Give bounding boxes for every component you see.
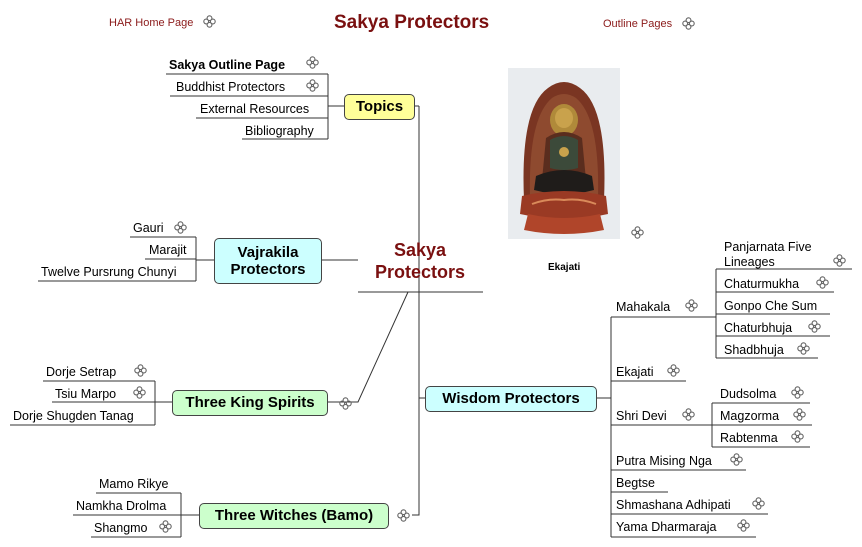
putra-mising-nga-link[interactable]: Putra Mising Nga [616, 454, 712, 468]
vajrakila-line2: Protectors [230, 261, 306, 278]
dorje-shugden-tanag-link[interactable]: Dorje Shugden Tanag [13, 409, 134, 423]
dudsolma-link[interactable]: Dudsolma [720, 387, 777, 401]
central-topic-line2: Protectors [374, 261, 466, 282]
topics-node[interactable]: Topics [344, 94, 415, 120]
page-title: Sakya Protectors [334, 12, 490, 33]
har-home-link[interactable]: HAR Home Page [109, 17, 194, 29]
gonpo-che-sum-link[interactable]: Gonpo Che Sum [724, 299, 818, 313]
three-witches-node[interactable]: Three Witches (Bamo) [199, 503, 389, 529]
tsiu-marpo-link-icon[interactable] [133, 386, 146, 399]
shri-devi-link-icon[interactable] [682, 408, 695, 421]
shri-devi-link[interactable]: Shri Devi [616, 409, 667, 423]
three-king-spirits-node[interactable]: Three King Spirits [172, 390, 328, 416]
external-resources-link[interactable]: External Resources [200, 102, 310, 116]
yama-dharmaraja-link-icon[interactable] [737, 519, 750, 532]
dorje-setrap-link-icon[interactable] [134, 364, 147, 377]
marajit-link[interactable]: Marajit [149, 243, 187, 257]
chaturbhuja-link[interactable]: Chaturbhuja [724, 321, 793, 335]
putra-mising-nga-link-icon[interactable] [730, 453, 743, 466]
ekajati-link-icon[interactable] [667, 364, 680, 377]
ekajati-link[interactable]: Ekajati [616, 365, 654, 379]
dudsolma-link-icon[interactable] [791, 386, 804, 399]
bibliography-link[interactable]: Bibliography [245, 124, 314, 138]
mahakala-link[interactable]: Mahakala [616, 300, 671, 314]
gauri-link-icon[interactable] [174, 221, 187, 234]
magzorma-link[interactable]: Magzorma [720, 409, 780, 423]
image-caption: Ekajati [548, 262, 581, 273]
outline-pages-link[interactable]: Outline Pages [603, 18, 673, 30]
dorje-setrap-link[interactable]: Dorje Setrap [46, 365, 117, 379]
three-witches-link-icon[interactable] [397, 509, 410, 522]
ekajati-statue-picture [508, 68, 620, 239]
rabtenma-link-icon[interactable] [791, 430, 804, 443]
shmashana-adhipati-link-icon[interactable] [752, 497, 765, 510]
mamo-rikye-link[interactable]: Mamo Rikye [99, 477, 169, 491]
shangmo-link[interactable]: Shangmo [94, 521, 148, 535]
shadbhuja-link[interactable]: Shadbhuja [724, 343, 784, 357]
magzorma-link-icon[interactable] [793, 408, 806, 421]
shadbhuja-link-icon[interactable] [797, 342, 810, 355]
begtse-link[interactable]: Begtse [616, 476, 655, 490]
chaturmukha-link[interactable]: Chaturmukha [724, 277, 800, 291]
namkha-drolma-link[interactable]: Namkha Drolma [76, 499, 167, 513]
rabtenma-link[interactable]: Rabtenma [720, 431, 778, 445]
panjarnata-five-lineages-link-icon[interactable] [833, 254, 846, 267]
ekajati-image[interactable] [508, 68, 620, 239]
ekajati-image-link-icon[interactable] [631, 226, 644, 239]
sakya-outline-link[interactable]: Sakya Outline Page [169, 58, 286, 72]
three-king-spirits-link-icon[interactable] [339, 397, 352, 410]
har-home-link-icon[interactable] [203, 15, 216, 28]
vajrakila-line1: Vajrakila [237, 243, 299, 261]
yama-dharmaraja-link[interactable]: Yama Dharmaraja [616, 520, 717, 534]
buddhist-protectors-link-icon[interactable] [306, 79, 319, 92]
panjarnata-five-lineages-link-line2[interactable]: Lineages [724, 255, 775, 269]
chaturbhuja-link-icon[interactable] [808, 320, 821, 333]
buddhist-protectors-link[interactable]: Buddhist Protectors [176, 80, 286, 94]
central-topic: Sakya Protectors [362, 240, 478, 283]
outline-pages-link-icon[interactable] [682, 17, 695, 30]
panjarnata-five-lineages-link-line1[interactable]: Panjarnata Five [724, 240, 812, 254]
tsiu-marpo-link[interactable]: Tsiu Marpo [55, 387, 117, 401]
twelve-pursrung-chunyi-link[interactable]: Twelve Pursrung Chunyi [41, 265, 177, 279]
shangmo-link-icon[interactable] [159, 520, 172, 533]
wisdom-protectors-node[interactable]: Wisdom Protectors [425, 386, 597, 412]
mahakala-link-icon[interactable] [685, 299, 698, 312]
chaturmukha-link-icon[interactable] [816, 276, 829, 289]
central-topic-line1: Sakya [393, 240, 447, 260]
gauri-link[interactable]: Gauri [133, 221, 164, 235]
sakya-outline-link-icon[interactable] [306, 56, 319, 69]
vajrakila-protectors-node[interactable]: Vajrakila Protectors [214, 238, 322, 284]
shmashana-adhipati-link[interactable]: Shmashana Adhipati [616, 498, 731, 512]
